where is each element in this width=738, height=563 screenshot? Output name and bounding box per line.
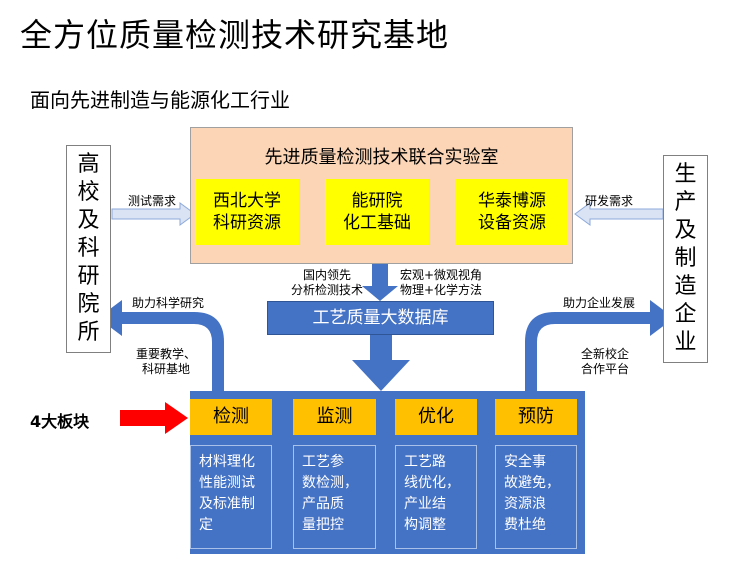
domestic-tech-label: 国内领先 分析检测技术 xyxy=(290,268,363,297)
four-blocks-red-arrow xyxy=(120,402,188,434)
platform-label: 全新校企 合作平台 xyxy=(581,347,630,376)
left-curved-arrow xyxy=(98,300,224,391)
block-header-optimization: 优化 xyxy=(395,399,477,435)
universities-research-institutes: 高校及 科研院 所 xyxy=(66,145,111,353)
lab-to-db-arrow xyxy=(362,264,398,301)
four-blocks-label: 4大板块 xyxy=(30,412,90,431)
joint-lab-title: 先进质量检测技术联合实验室 xyxy=(264,147,499,168)
rd-demand-arrow xyxy=(574,202,664,226)
block-header-prevention: 预防 xyxy=(495,399,577,435)
rd-demand-label: 研发需求 xyxy=(585,194,634,208)
block-body-detection: 材料理化性能测试 及标准制定 xyxy=(190,445,272,549)
block-body-prevention: 安全事故避免， 资源浪费杜绝 xyxy=(495,445,577,549)
unit-energy-institute: 能研院 化工基础 xyxy=(325,179,429,245)
db-to-blocks-arrow xyxy=(352,335,410,391)
test-demand-label: 测试需求 xyxy=(128,194,177,208)
page-title: 全方位质量检测技术研究基地 xyxy=(20,16,450,54)
page-subtitle: 面向先进制造与能源化工行业 xyxy=(30,88,290,112)
block-header-detection: 检测 xyxy=(190,399,272,435)
teaching-base-label: 重要教学、 科研基地 xyxy=(136,347,197,376)
block-body-optimization: 工艺路线优化， 产业结构调整 xyxy=(395,445,477,549)
block-header-monitoring: 监测 xyxy=(293,399,376,435)
block-body-monitoring: 工艺参数检测， 产品质量把控 xyxy=(293,445,376,549)
help-enterprise-label: 助力企业发展 xyxy=(563,296,636,310)
macro-micro-label: 宏观+微观视角 物理+化学方法 xyxy=(400,268,483,297)
right-curved-arrow xyxy=(525,300,674,391)
unit-northwest-university: 西北大学 科研资源 xyxy=(195,179,299,245)
production-manufacturing-enterprises: 生产及 制造企 业 xyxy=(663,155,708,363)
process-quality-database: 工艺质量大数据库 xyxy=(267,301,494,335)
help-research-label: 助力科学研究 xyxy=(132,296,205,310)
unit-huatai-boyuan: 华泰博源 设备资源 xyxy=(456,179,568,245)
test-demand-arrow xyxy=(111,202,196,226)
